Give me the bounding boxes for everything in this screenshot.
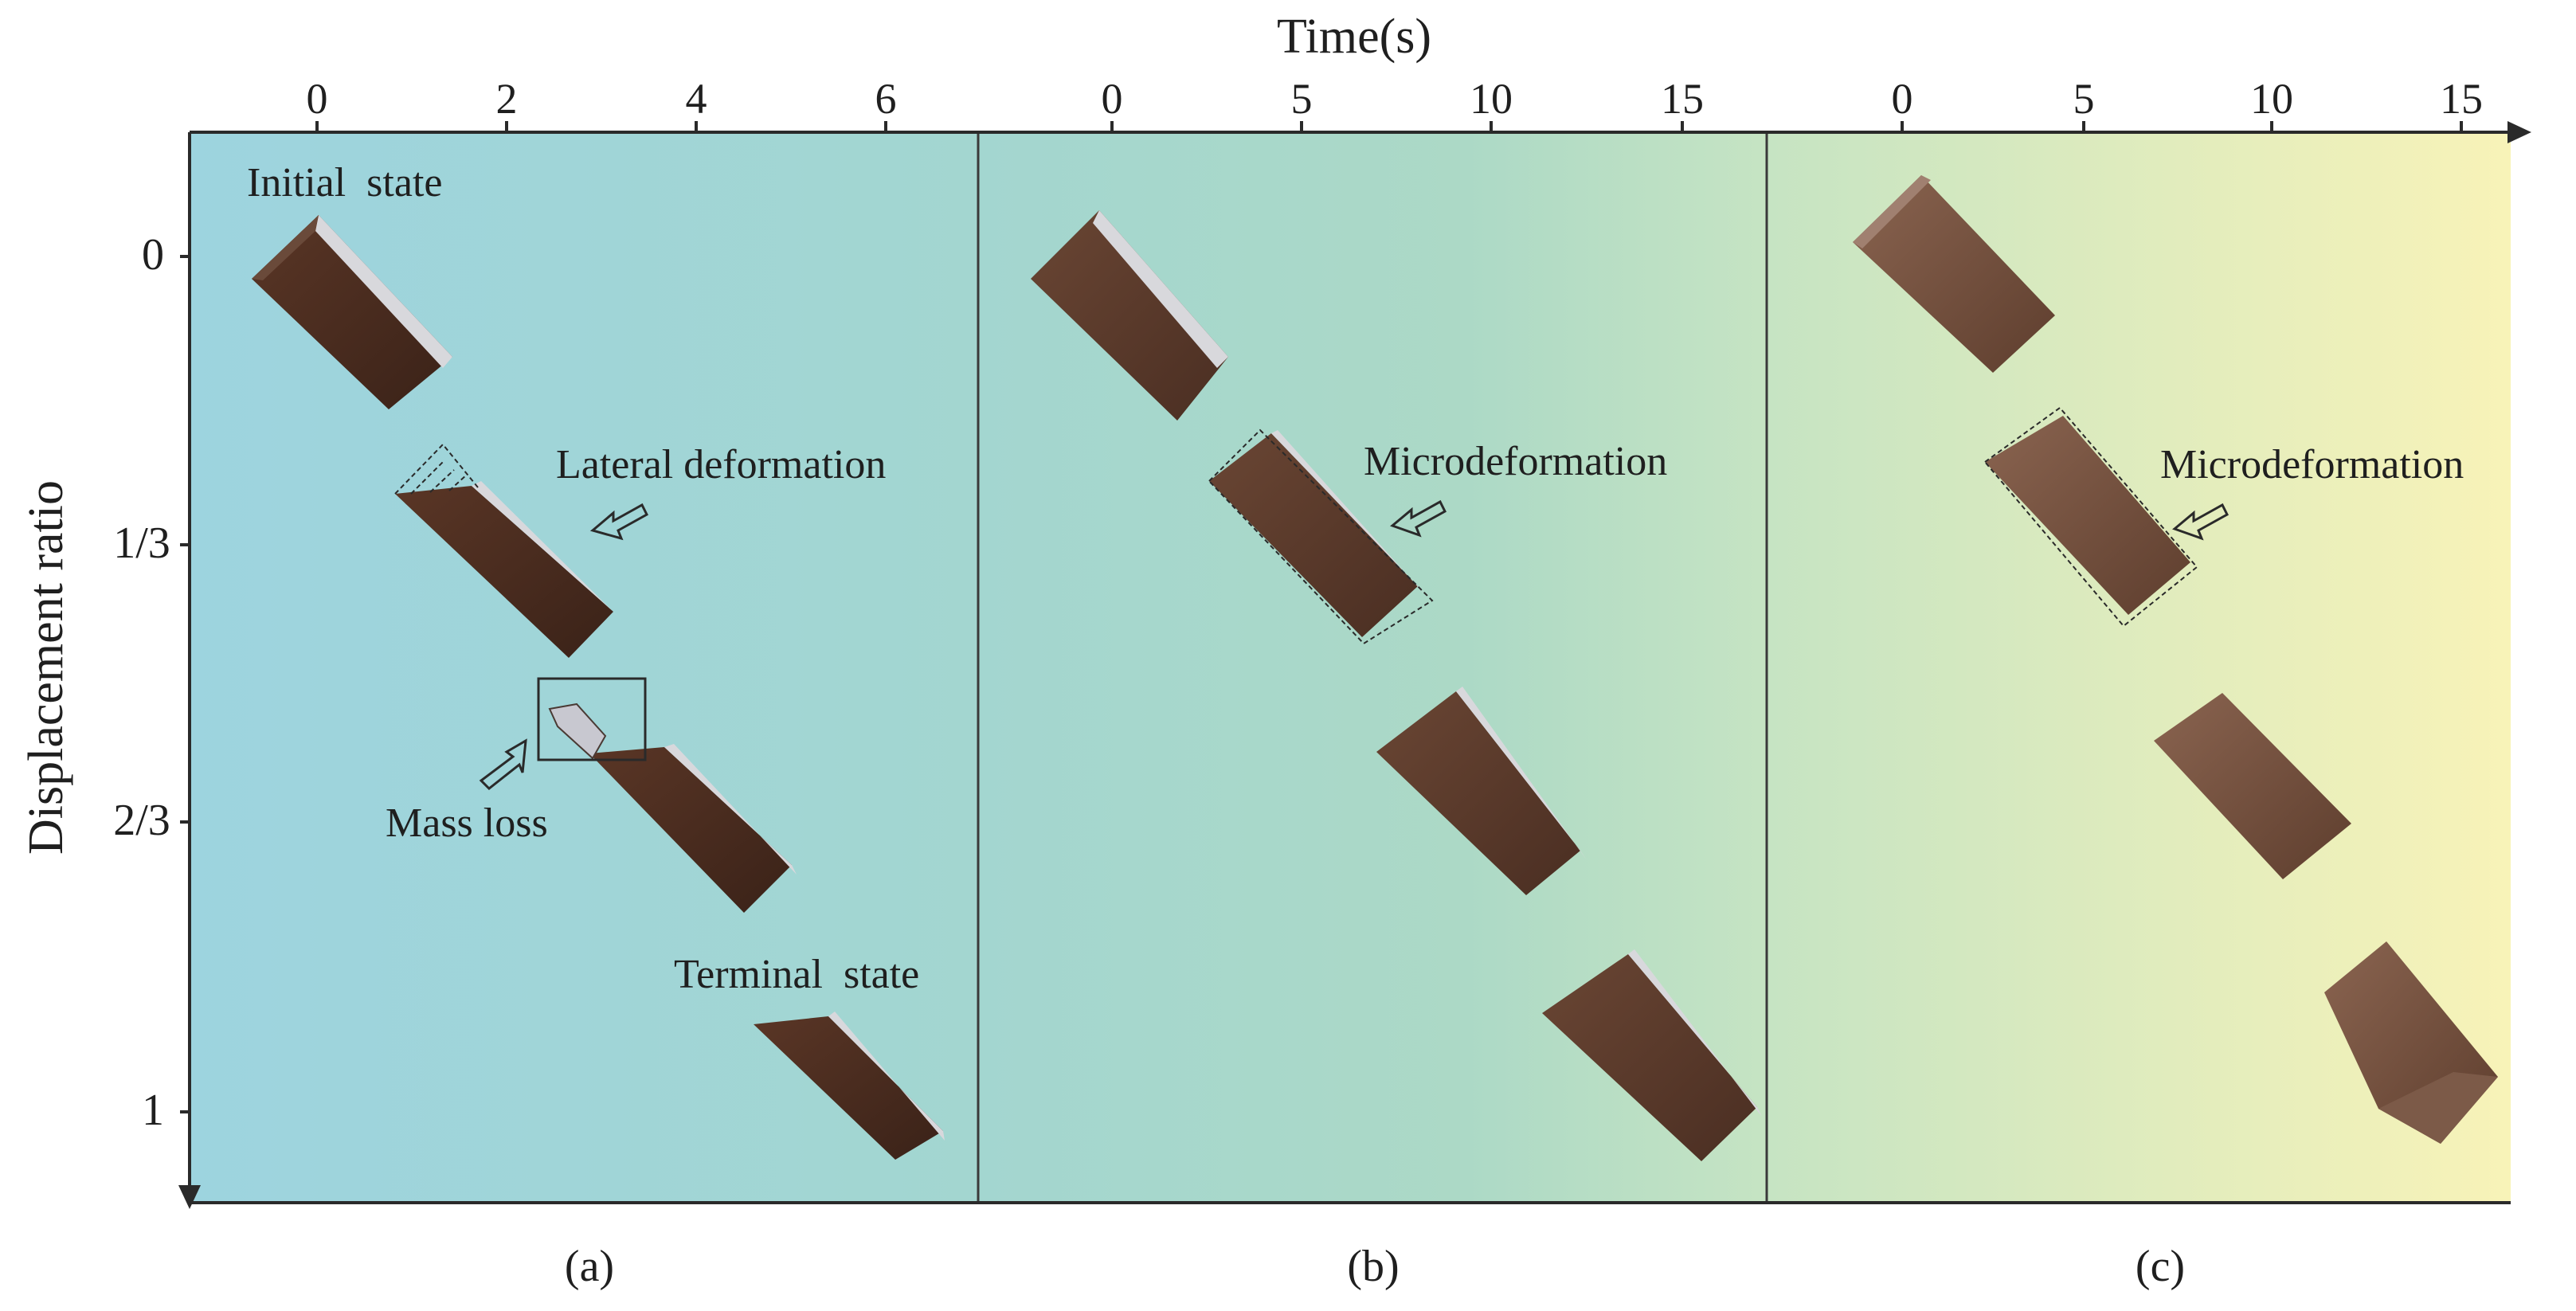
time-tick-label: 15 [1661, 75, 1704, 123]
x-axis-title: Time(s) [1277, 10, 1431, 64]
time-tick-label: 0 [307, 75, 328, 123]
panel-a-specimens [252, 215, 945, 1160]
arrow-lateral-deformation-icon [589, 503, 648, 541]
time-tick-label: 6 [875, 75, 897, 123]
time-tick-label: 5 [1291, 75, 1313, 123]
y-axis-title: Displacement ratio [19, 480, 73, 855]
specimen-b-3 [1376, 687, 1587, 895]
specimen-c-3 [2154, 693, 2351, 879]
displacement-tick-label: 1/3 [113, 519, 170, 568]
annotation-mass-loss: Mass loss [386, 800, 548, 846]
time-tick-label: 4 [686, 75, 707, 123]
time-tick-label: 15 [2440, 75, 2483, 123]
specimen-a-terminal [754, 1012, 945, 1160]
specimen-c-1 [1853, 175, 2055, 373]
microdeformation-outline [1208, 429, 1434, 645]
time-tick-label: 10 [1470, 75, 1513, 123]
specimen-c-2 [1983, 406, 2198, 628]
panel-b-specimens [1031, 210, 1762, 1161]
time-tick-label: 5 [2073, 75, 2095, 123]
specimen-b-1 [1031, 210, 1228, 421]
specimen-a-initial [252, 215, 452, 409]
specimen-b-2 [1208, 429, 1434, 645]
time-tick-label: 2 [496, 75, 518, 123]
displacement-ticks: 0 1/3 2/3 1 [113, 230, 190, 1135]
annotation-microdeformation-c: Microdeformation [2160, 442, 2464, 487]
displacement-tick-label: 2/3 [113, 796, 170, 845]
arrow-microdeformation-b-icon [1390, 499, 1447, 538]
time-ticks-b: 0 5 10 15 [1102, 75, 1704, 132]
panel-label-a: (a) [565, 1242, 614, 1291]
plot-background [190, 132, 2511, 1203]
panel-c-specimens [1853, 175, 2498, 1144]
time-ticks-a: 0 2 4 6 [307, 75, 897, 132]
arrow-mass-loss-icon [479, 738, 527, 791]
specimen-c-4 [2324, 941, 2498, 1144]
annotation-lateral-deformation: Lateral deformation [556, 442, 886, 487]
annotation-microdeformation-b: Microdeformation [1364, 439, 1667, 484]
specimen-a-mass-loss [537, 677, 797, 913]
mass-loss-box [537, 677, 647, 761]
top-axis-arrow [2507, 121, 2531, 143]
panel-label-b: (b) [1347, 1242, 1399, 1291]
specimen-b-4 [1542, 949, 1762, 1161]
annotation-terminal-state: Terminal state [674, 952, 919, 997]
annotation-initial-state: Initial state [247, 160, 442, 205]
arrow-microdeformation-c-icon [2172, 503, 2229, 541]
time-tick-label: 0 [1892, 75, 1913, 123]
mass-loss-fragment [548, 702, 607, 760]
left-axis-arrow [178, 1185, 201, 1209]
time-tick-label: 0 [1102, 75, 1123, 123]
displacement-tick-label: 0 [142, 230, 164, 280]
displacement-tick-label: 1 [142, 1086, 164, 1135]
time-tick-label: 10 [2250, 75, 2293, 123]
panel-label-c: (c) [2136, 1242, 2185, 1291]
time-ticks-c: 0 5 10 15 [1892, 75, 2483, 132]
specimen-a-lateral [394, 443, 621, 658]
